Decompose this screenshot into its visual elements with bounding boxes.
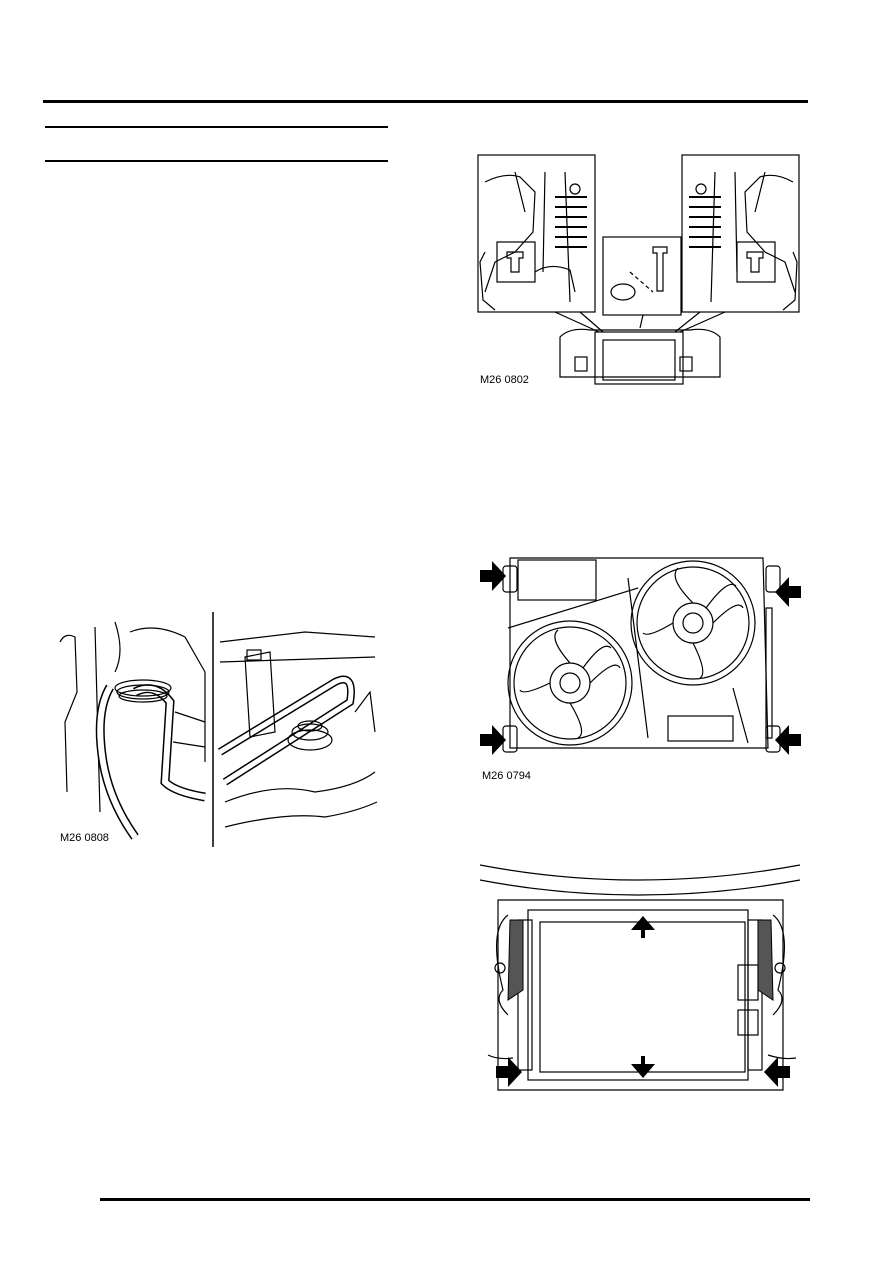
figure-radiator-mounts: M26 0802 [475, 152, 805, 402]
figure-radiator-front [478, 860, 803, 1100]
header-rule [43, 100, 808, 103]
fixing-arrows [496, 916, 790, 1087]
figure-fan-cowl: M26 0794 [478, 548, 803, 788]
section-rule-bottom [45, 160, 388, 162]
footer-rule [100, 1198, 810, 1201]
figure-label-m26-0794: M26 0794 [482, 770, 531, 782]
fan-cowl-drawing [480, 557, 801, 755]
fixing-arrows [480, 561, 801, 755]
hose-removal-drawing [59, 612, 378, 847]
figure-label-m26-0808: M26 0808 [60, 832, 109, 844]
radiator-mounts-drawing [477, 154, 800, 385]
figure-hose-removal: M26 0808 [55, 612, 380, 847]
figure-label-m26-0802: M26 0802 [480, 374, 529, 386]
radiator-front-drawing [479, 864, 801, 1091]
section-rule-top [45, 126, 388, 128]
